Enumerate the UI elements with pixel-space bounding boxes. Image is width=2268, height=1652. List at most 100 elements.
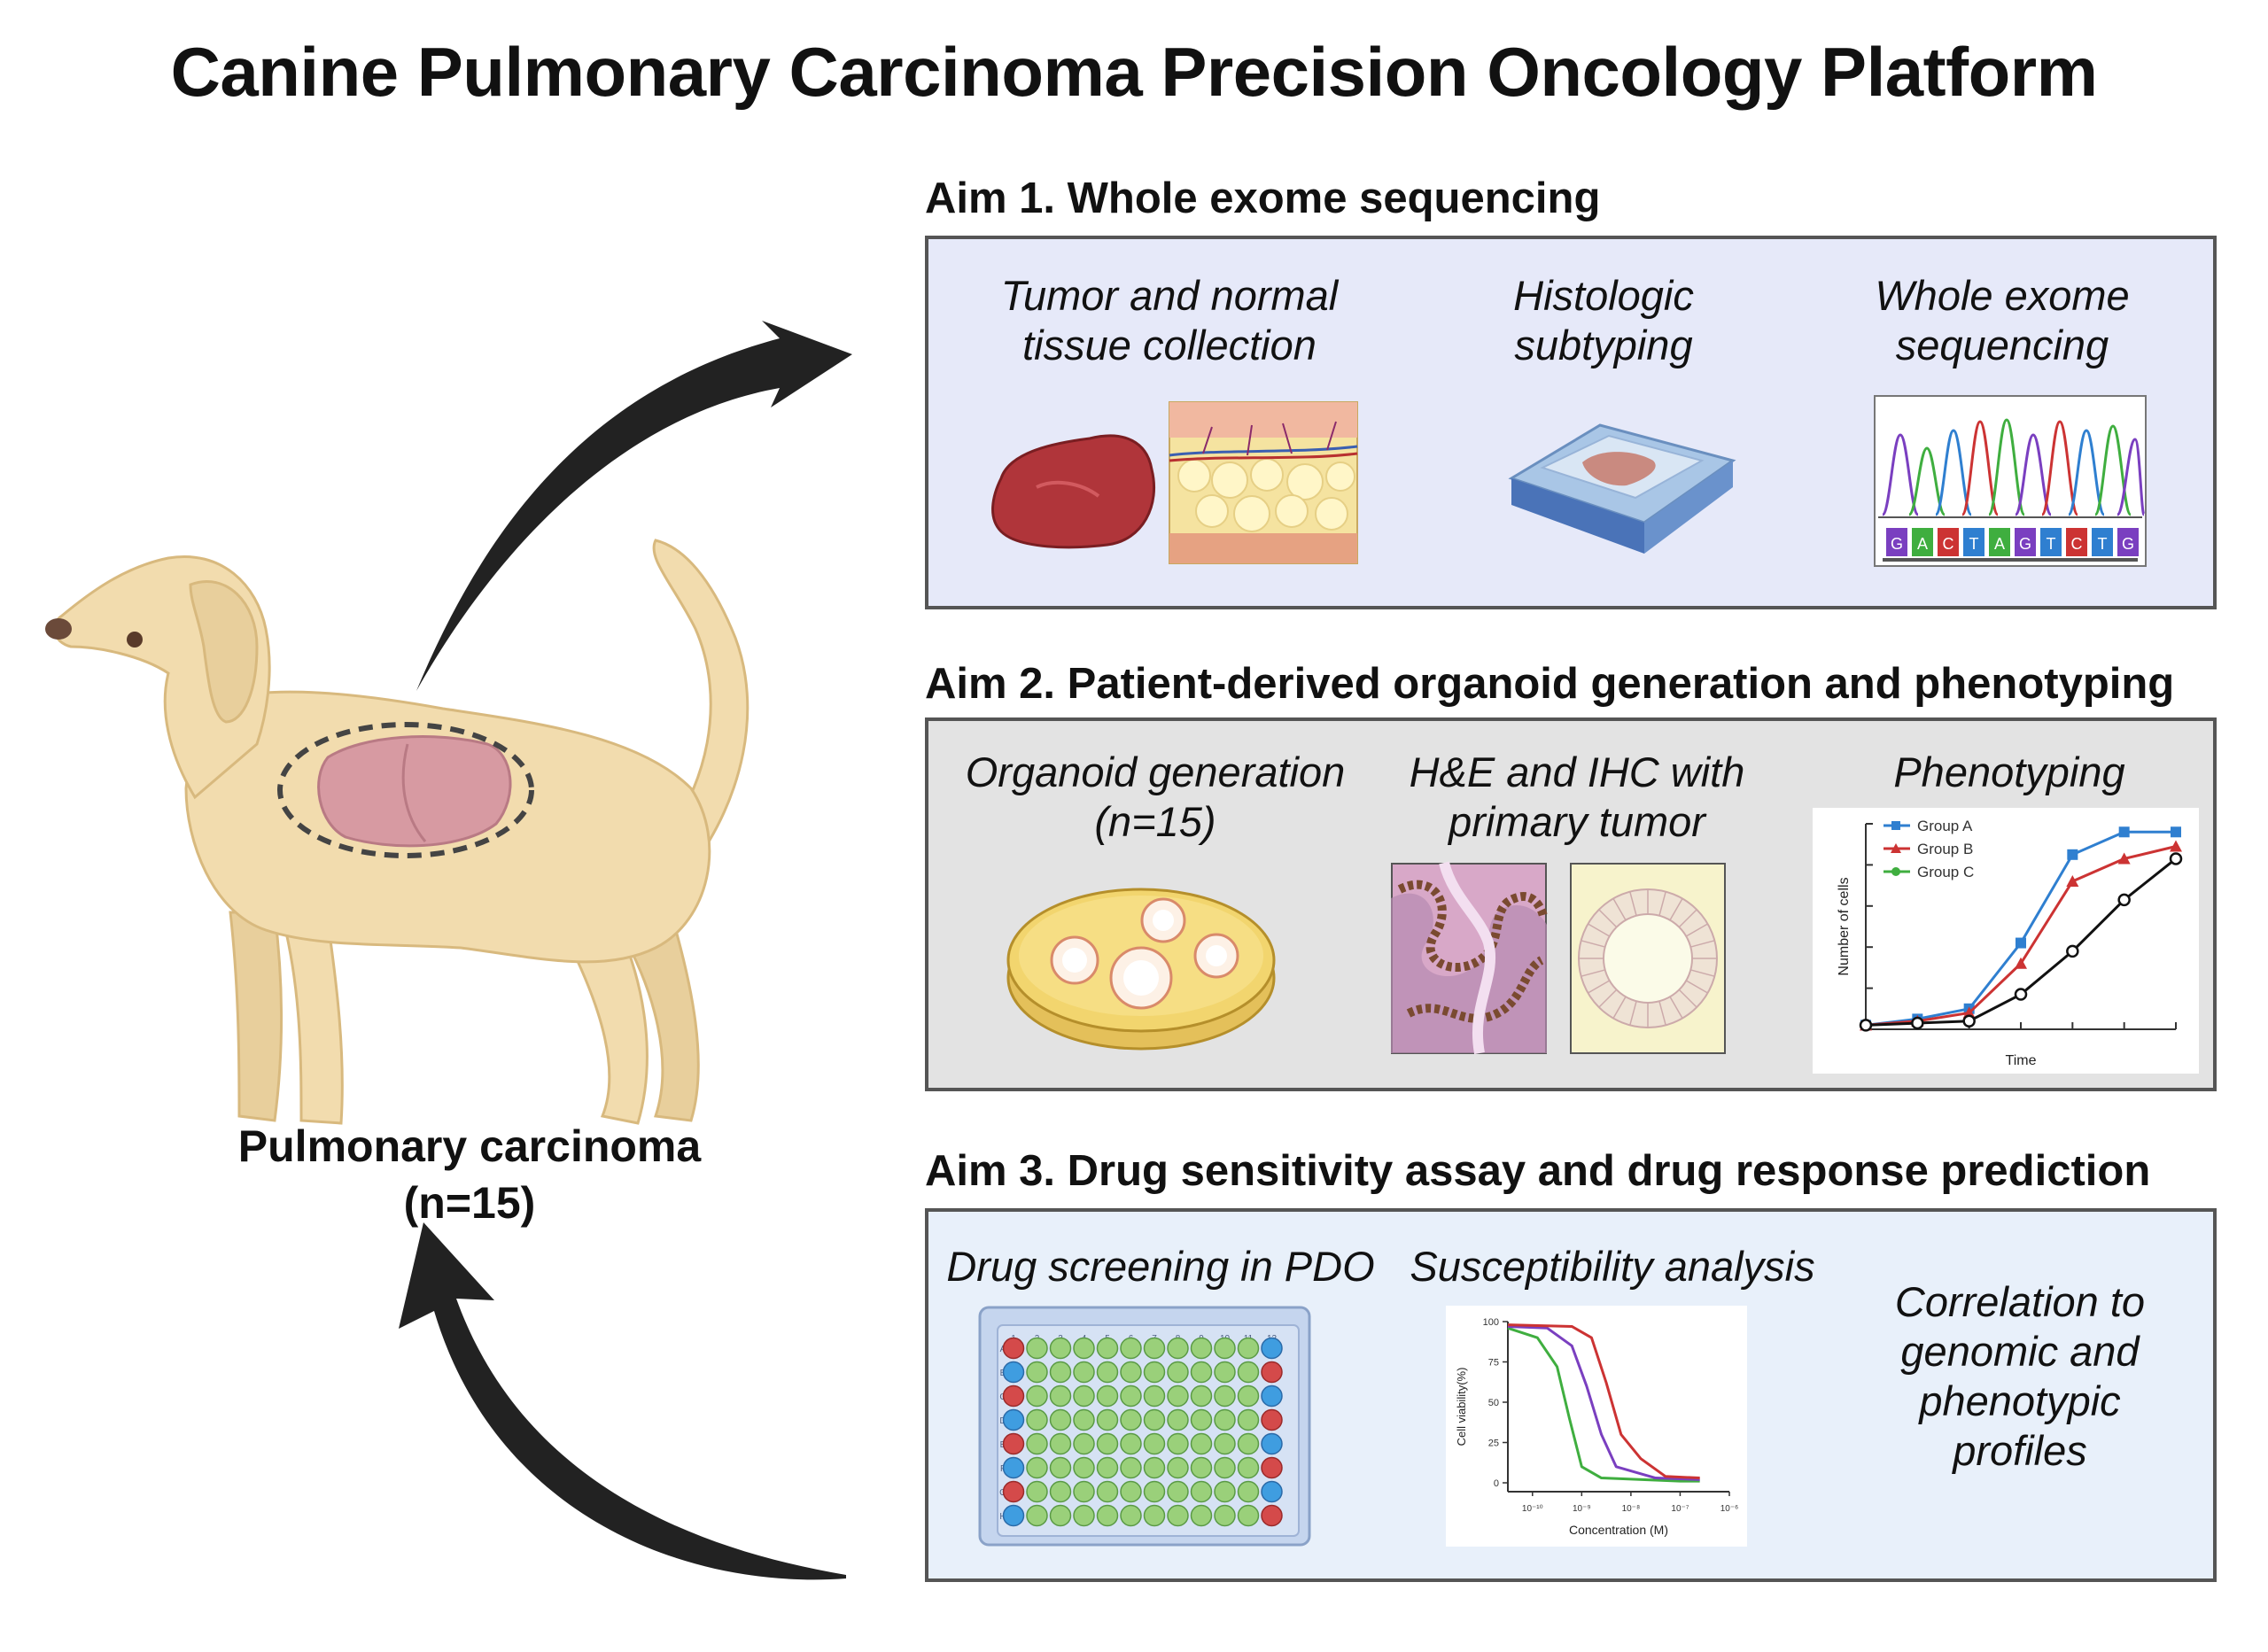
ihc-cell-ring-icon — [1570, 863, 1726, 1054]
tumor-tissue-icon — [991, 434, 1156, 549]
aim2-caption-1-line2: (n=15) — [1094, 798, 1216, 845]
data-point — [1962, 1006, 1976, 1019]
plate-well — [1190, 1504, 1213, 1527]
plate-well — [1049, 1480, 1072, 1503]
sequence-base-letter: G — [2122, 535, 2134, 553]
plate-well — [1237, 1408, 1260, 1431]
plate-well — [1026, 1480, 1048, 1503]
plate-well — [1237, 1432, 1260, 1455]
plate-well — [1002, 1480, 1025, 1503]
legend-label: Group C — [1917, 864, 1974, 880]
plate-well — [1190, 1361, 1213, 1384]
plate-well — [1237, 1337, 1260, 1360]
plate-well — [1026, 1504, 1048, 1527]
plate-well — [1190, 1432, 1213, 1455]
data-point — [2171, 826, 2181, 838]
plate-well — [1190, 1480, 1213, 1503]
plate-well — [1261, 1504, 1283, 1527]
plate-well — [1143, 1456, 1166, 1479]
plate-well — [1120, 1408, 1142, 1431]
data-point — [2118, 826, 2130, 838]
plate-well — [1049, 1384, 1072, 1408]
plate-well — [1096, 1384, 1119, 1408]
aim2-caption-2: H&E and IHC with primary tumor — [1382, 748, 1772, 847]
plate-well — [1049, 1408, 1072, 1431]
aim2-caption-1-line1: Organoid generation — [965, 748, 1346, 795]
plate-well — [1190, 1456, 1213, 1479]
sequence-base-block — [1912, 528, 1933, 556]
plate-well — [1073, 1504, 1095, 1527]
y-axis-label: Number of cells — [1837, 877, 1852, 975]
plate-well — [1120, 1337, 1142, 1360]
legend-marker — [1891, 821, 1900, 830]
slide-scanner-icon — [1508, 423, 1736, 554]
sequence-base-letter: T — [2047, 535, 2056, 553]
data-point — [1911, 1016, 1924, 1030]
sequence-base-block — [2117, 528, 2139, 556]
x-tick-label: 10⁻⁹ — [1573, 1504, 1591, 1514]
aim3-caption-1-line1: Drug screening in PDO — [946, 1243, 1375, 1290]
sequence-base-block — [1963, 528, 1984, 556]
skin-layer-icon — [1169, 401, 1358, 564]
plate-well — [1143, 1384, 1166, 1408]
data-point — [2067, 849, 2078, 860]
plate-well — [1120, 1361, 1142, 1384]
y-tick-label: 100 — [1483, 1317, 1499, 1328]
data-point — [1859, 1019, 1873, 1032]
plate-well — [1237, 1384, 1260, 1408]
dose-response-curve — [1507, 1326, 1700, 1483]
aim3-caption-2-line1: Susceptibility analysis — [1410, 1243, 1815, 1290]
plate-well — [1261, 1408, 1283, 1431]
plate-well — [1143, 1337, 1166, 1360]
plate-well — [1167, 1480, 1189, 1503]
x-tick-label: 10⁻⁸ — [1622, 1504, 1641, 1514]
plate-well — [1237, 1504, 1260, 1527]
aim1-caption-3-line1: Whole exome — [1875, 272, 2130, 319]
x-tick-label: 10⁻¹⁰ — [1522, 1504, 1543, 1514]
aim3-caption-3-line3: phenotypic — [1919, 1377, 2121, 1424]
aim3-caption-3-line4: profiles — [1953, 1427, 2087, 1474]
aim2-caption-3-line1: Phenotyping — [1893, 748, 2125, 795]
plate-well — [1143, 1361, 1166, 1384]
plate-well — [1214, 1361, 1236, 1384]
plate-well — [1261, 1361, 1283, 1384]
page-title: Canine Pulmonary Carcinoma Precision Onc… — [170, 33, 2098, 111]
plate-well — [1261, 1384, 1283, 1408]
plate-well — [1073, 1432, 1095, 1455]
x-tick-label: 10⁻⁷ — [1671, 1504, 1689, 1514]
aim2-caption-3: Phenotyping — [1814, 748, 2204, 797]
aim1-caption-3-line2: sequencing — [1895, 322, 2109, 368]
plate-well — [1167, 1408, 1189, 1431]
aim1-caption-3: Whole exome sequencing — [1807, 271, 2197, 370]
plate-well — [1002, 1504, 1025, 1527]
plate-well — [1214, 1408, 1236, 1431]
y-tick-label: 75 — [1488, 1358, 1499, 1369]
plate-well — [1096, 1337, 1119, 1360]
sequence-base-letter: A — [1994, 535, 2005, 553]
96-well-plate-icon: 123456789101112ABCDEFGH — [978, 1306, 1311, 1547]
plate-well — [1214, 1480, 1236, 1503]
plate-well — [1049, 1337, 1072, 1360]
aim1-caption-1: Tumor and normal tissue collection — [975, 271, 1364, 370]
plate-well — [1073, 1456, 1095, 1479]
aim3-caption-1: Drug screening in PDO — [939, 1242, 1382, 1291]
plate-well — [1214, 1456, 1236, 1479]
plate-well — [1167, 1337, 1189, 1360]
plate-well — [1049, 1456, 1072, 1479]
aim1-caption-1-line1: Tumor and normal — [1000, 272, 1339, 319]
y-tick-label: 25 — [1488, 1439, 1499, 1449]
sequence-base-block — [2066, 528, 2087, 556]
plate-well — [1073, 1337, 1095, 1360]
plate-well — [1002, 1456, 1025, 1479]
petri-dish-icon — [1006, 888, 1276, 1051]
aim1-caption-2-line2: subtyping — [1514, 322, 1693, 368]
aim1-caption-2-line1: Histologic — [1513, 272, 1694, 319]
plate-well — [1096, 1361, 1119, 1384]
plate-well — [1214, 1337, 1236, 1360]
plate-well — [1190, 1408, 1213, 1431]
x-axis-label: Time — [2006, 1053, 2037, 1068]
plate-well — [1026, 1337, 1048, 1360]
plate-well — [1214, 1432, 1236, 1455]
